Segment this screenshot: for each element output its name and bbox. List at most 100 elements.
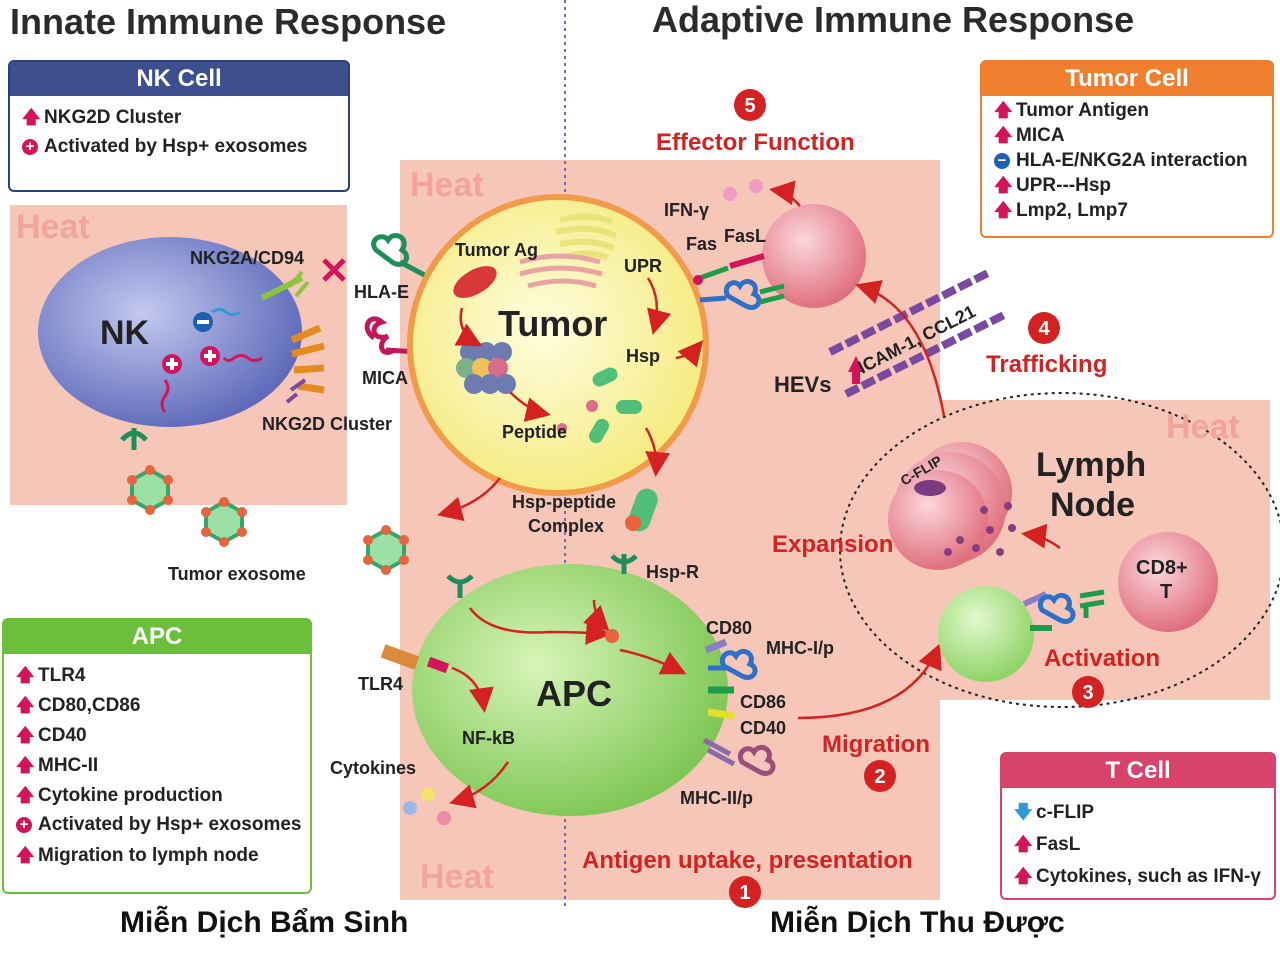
lymph-label-1: Lymph — [1036, 446, 1146, 484]
hsp-r-label: Hsp-R — [646, 562, 699, 582]
step-5-badge — [734, 89, 766, 121]
plus-icon: + — [22, 138, 38, 155]
nk-cell-legend-title: NK Cell — [10, 62, 348, 96]
legend-item-text: Activated by Hsp+ exosomes — [44, 136, 308, 157]
legend-item: 🡅Cytokines, such as IFN-γ — [1014, 860, 1264, 892]
peptide-label: Peptide — [502, 422, 567, 442]
fas-label: Fas — [686, 234, 717, 254]
cd8-t-cell — [1118, 532, 1218, 632]
hsp-label: Hsp — [626, 346, 660, 366]
legend-item: 🡇c-FLIP — [1014, 796, 1264, 828]
up-arrow-icon: 🡅 — [16, 755, 35, 775]
legend-item-text: CD80,CD86 — [38, 695, 141, 716]
apc-cell — [412, 564, 728, 816]
nfkb-label: NF-kB — [462, 728, 515, 748]
cd8-label-1: CD8+ — [1136, 557, 1188, 579]
legend-item: 🡅CD40 — [16, 720, 300, 750]
expansion-label: Expansion — [772, 531, 893, 558]
nk-cell — [38, 237, 302, 427]
t-cell-legend-list: 🡇c-FLIP 🡅FasL 🡅Cytokines, such as IFN-γ — [1002, 788, 1274, 896]
legend-item: 🡅MHC-II — [16, 750, 300, 780]
tumor-cell-legend-list: 🡅Tumor Antigen 🡅MICA −HLA-E/NKG2A intera… — [982, 96, 1272, 227]
legend-item-text: Lmp2, Lmp7 — [1016, 200, 1128, 221]
effector-t-cell — [762, 204, 866, 308]
up-arrow-icon: 🡅 — [994, 125, 1013, 145]
tumor-cell-legend-title: Tumor Cell — [982, 62, 1272, 96]
caption-innate-vi: Miễn Dịch Bẩm Sinh — [120, 906, 409, 939]
hevs-label: HEVs — [774, 372, 831, 397]
step-1-badge — [729, 876, 761, 908]
up-arrow-icon: 🡅 — [16, 665, 35, 685]
cd8-label-2: T — [1160, 581, 1172, 603]
legend-item: 🡅NKG2D Cluster — [22, 102, 338, 132]
adaptive-title: Adaptive Immune Response — [652, 0, 1134, 40]
step-4-badge — [1028, 312, 1060, 344]
hsp-peptide-label-2: Complex — [528, 516, 604, 536]
tumor-exosome-label: Tumor exosome — [168, 564, 306, 584]
nk-label: NK — [100, 314, 150, 352]
legend-item: 🡅Migration to lymph node — [16, 840, 300, 870]
lymph-label-2: Node — [1050, 486, 1135, 524]
legend-item: 🡅Lmp2, Lmp7 — [994, 198, 1262, 223]
legend-item-text: Tumor Antigen — [1016, 100, 1149, 121]
step-3-label: Activation — [1044, 645, 1160, 672]
cytokines-label: Cytokines — [330, 758, 416, 778]
legend-item-text: c-FLIP — [1036, 802, 1095, 823]
innate-title: Innate Immune Response — [10, 1, 446, 42]
legend-item: −HLA-E/NKG2A interaction — [994, 148, 1262, 173]
exosome-2 — [201, 497, 247, 547]
legend-item-text: Cytokine production — [38, 785, 223, 806]
apc-legend-title: APC — [4, 620, 310, 654]
legend-item-text: FasL — [1036, 834, 1081, 855]
cd86-label: CD86 — [740, 692, 786, 712]
hlae-label: HLA-E — [354, 282, 409, 302]
nkg2a-label: NKG2A/CD94 — [190, 248, 304, 268]
tumor-ag-label: Tumor Ag — [455, 240, 538, 260]
legend-item: 🡅UPR---Hsp — [994, 173, 1262, 198]
t-cell-legend: T Cell 🡇c-FLIP 🡅FasL 🡅Cytokines, such as… — [1000, 752, 1276, 900]
legend-item-text: Cytokines, such as IFN-γ — [1036, 866, 1261, 887]
up-arrow-icon: 🡅 — [16, 785, 35, 805]
up-arrow-icon: 🡅 — [994, 175, 1013, 195]
legend-item-text: MHC-II — [38, 755, 99, 776]
nk-cell-legend-list: 🡅NKG2D Cluster + Activated by Hsp+ exosom… — [10, 96, 348, 166]
mhc1p-label: MHC-I/p — [766, 638, 834, 658]
heat-label-left: Heat — [16, 208, 90, 246]
step-5-num: 5 — [744, 95, 755, 117]
upr-label: UPR — [624, 256, 662, 276]
tumor-label: Tumor — [498, 303, 607, 344]
legend-item: 🡅Tumor Antigen — [994, 98, 1262, 123]
hev-vessel-1 — [828, 268, 992, 356]
legend-item: 🡅CD80,CD86 — [16, 690, 300, 720]
step-5-label: Effector Function — [656, 129, 855, 156]
tumor-cell-legend: Tumor Cell 🡅Tumor Antigen 🡅MICA −HLA-E/N… — [980, 60, 1274, 238]
legend-item-text: Migration to lymph node — [38, 845, 259, 866]
up-arrow-icon: 🡅 — [16, 725, 35, 745]
hev-vessel-2 — [844, 310, 1008, 398]
step-4-num: 4 — [1038, 318, 1050, 340]
heat-label-top: Heat — [410, 166, 484, 204]
legend-item: + Activated by Hsp+ exosomes — [22, 132, 338, 162]
up-arrow-icon: 🡅 — [1014, 866, 1033, 886]
legend-item: 🡅FasL — [1014, 828, 1264, 860]
step-1-label: Antigen uptake, presentation — [582, 847, 913, 874]
t-cell-legend-title: T Cell — [1002, 754, 1274, 788]
legend-item-text: MICA — [1016, 125, 1065, 146]
legend-item: 🡅Cytokine production — [16, 780, 300, 810]
legend-item-text: TLR4 — [38, 665, 86, 686]
step-2-label: Migration — [822, 731, 930, 758]
up-arrow-icon: 🡅 — [1014, 834, 1033, 854]
exosome-3 — [363, 525, 409, 575]
down-arrow-icon: 🡇 — [1014, 802, 1033, 822]
cd80-label: CD80 — [706, 618, 752, 638]
apc-legend-list: 🡅TLR4 🡅CD80,CD86 🡅CD40 🡅MHC-II 🡅Cytokine… — [4, 654, 310, 874]
up-arrow-icon: 🡅 — [994, 200, 1013, 220]
step-1-num: 1 — [739, 882, 750, 904]
legend-item-text: Activated by Hsp+ exosomes — [38, 814, 302, 835]
caption-adaptive-vi: Miễn Dịch Thu Được — [770, 906, 1065, 939]
nkg2d-cluster — [290, 324, 325, 394]
ifn-label: IFN-γ — [664, 200, 709, 220]
mhc2p-label: MHC-II/p — [680, 788, 753, 808]
up-arrow-icon: 🡅 — [16, 845, 35, 865]
